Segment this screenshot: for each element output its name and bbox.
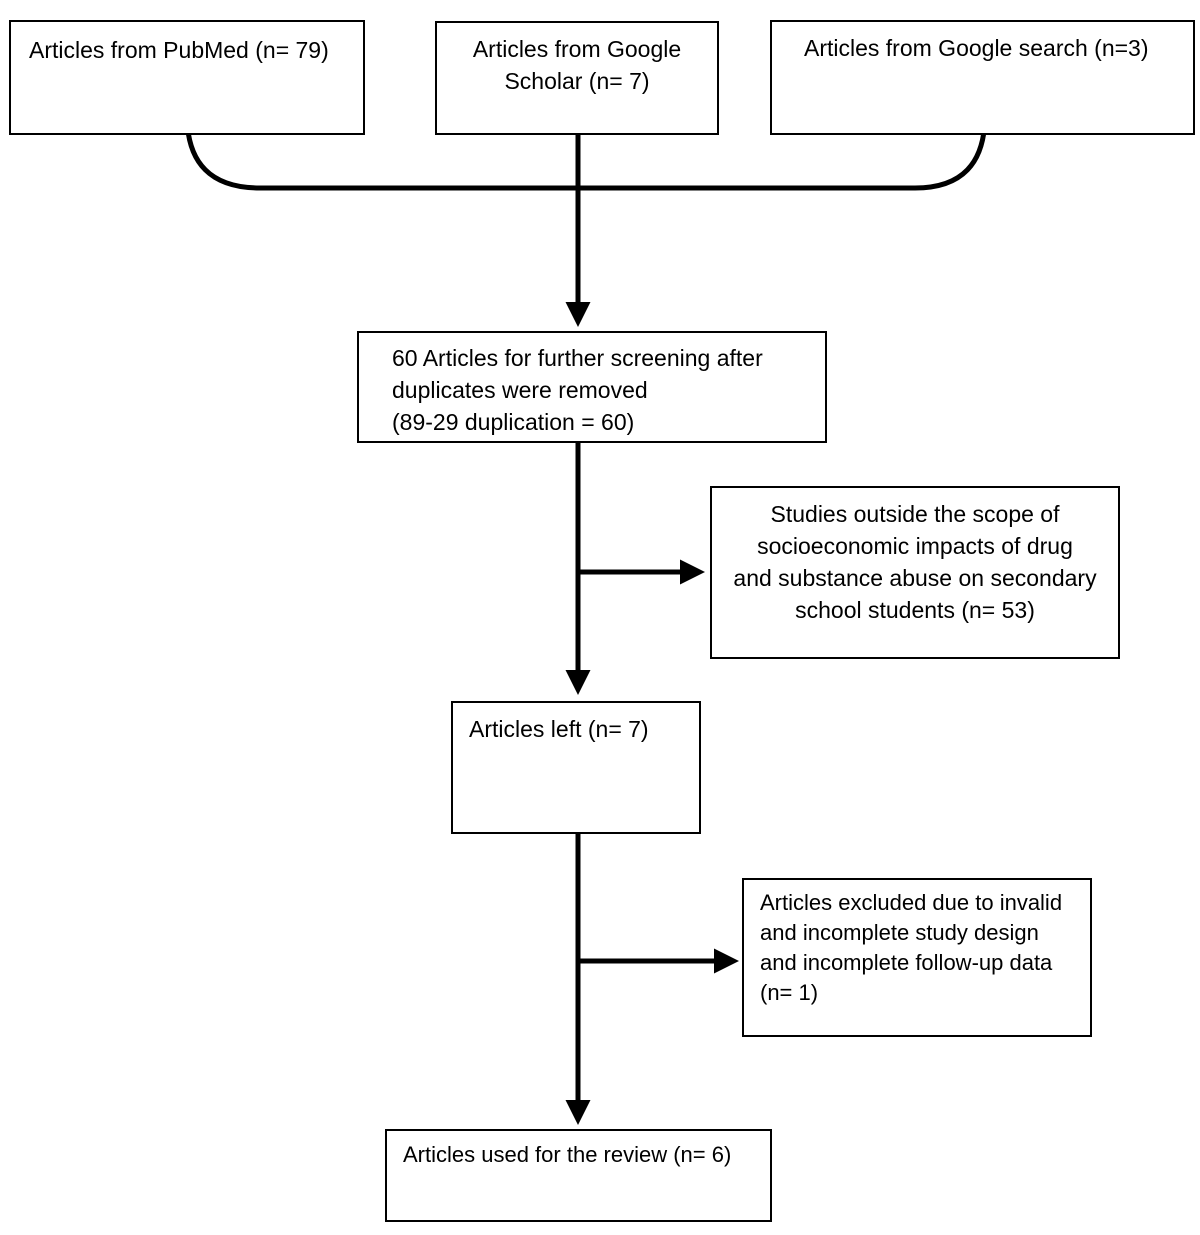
pubmed-label: Articles from PubMed (n= 79) bbox=[29, 37, 329, 63]
screening-label: 60 Articles for further screening after … bbox=[392, 345, 763, 435]
outside-scope-box: Studies outside the scope of socioeconom… bbox=[710, 486, 1120, 659]
google-search-box: Articles from Google search (n=3) bbox=[770, 20, 1195, 135]
merge-bracket bbox=[184, 100, 988, 191]
articles-left-box: Articles left (n= 7) bbox=[451, 701, 701, 834]
excluded-design-box: Articles excluded due to invalid and inc… bbox=[742, 878, 1092, 1037]
pubmed-box: Articles from PubMed (n= 79) bbox=[9, 20, 365, 135]
google-search-label: Articles from Google search (n=3) bbox=[804, 35, 1149, 61]
screening-box: 60 Articles for further screening after … bbox=[357, 331, 827, 443]
outside-scope-label: Studies outside the scope of socioeconom… bbox=[733, 501, 1097, 623]
google-scholar-box: Articles from Google Scholar (n= 7) bbox=[435, 21, 719, 135]
google-scholar-label: Articles from Google Scholar (n= 7) bbox=[472, 36, 682, 94]
excluded-design-label: Articles excluded due to invalid and inc… bbox=[760, 890, 1063, 1005]
articles-left-label: Articles left (n= 7) bbox=[469, 716, 649, 742]
review-box: Articles used for the review (n= 6) bbox=[385, 1129, 772, 1222]
review-label: Articles used for the review (n= 6) bbox=[403, 1142, 732, 1167]
